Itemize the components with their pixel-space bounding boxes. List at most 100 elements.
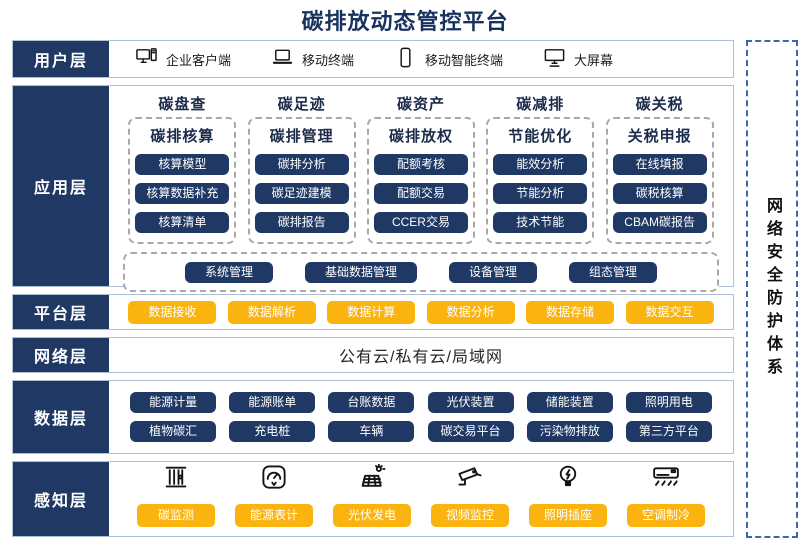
platform-chip: 数据分析 (426, 300, 515, 324)
perception-chip: 能源表计 (235, 504, 313, 527)
perception-item: 视频监控 (431, 462, 509, 527)
user-terminal-item: 大屏幕 (543, 46, 613, 72)
app-column-box: 关税申报 在线填报 碳税核算 CBAM碳报告 (605, 117, 714, 244)
layer-network-content: 公有云/私有云/局域网 (109, 338, 733, 372)
app-column-box: 节能优化 能效分析 节能分析 技术节能 (486, 117, 595, 244)
layer-application-content: 碳盘查 碳排核算 核算模型 核算数据补充 核算清单 碳足迹 碳排管理 (109, 86, 733, 292)
user-terminal-label: 企业客户端 (166, 52, 232, 68)
light-bulb-icon (553, 462, 583, 497)
layer-perception: 感知层 碳监测 能源表计 光伏发电 (12, 461, 734, 537)
security-system-label: 网络安全防护体系 (764, 197, 781, 381)
layer-platform-label: 平台层 (13, 295, 109, 329)
perception-item: 光伏发电 (333, 462, 411, 527)
smartphone-icon (394, 46, 417, 72)
data-source-chip: 污染物排放 (526, 421, 613, 442)
layer-platform-content: 数据接收 数据解析 数据计算 数据分析 数据存储 数据交互 (109, 295, 733, 329)
app-module-chip: 碳税核算 (612, 183, 707, 204)
laptop-icon (271, 46, 294, 72)
layer-stack: 用户层 企业客户端 移动终端 移动智能终端 (12, 40, 734, 537)
app-column-title: 碳排核算 (150, 128, 215, 145)
app-common-chip: 系统管理 (184, 261, 273, 283)
app-column-title: 节能优化 (508, 128, 573, 145)
app-module-chip: 配额交易 (373, 183, 468, 204)
perception-chip: 空调制冷 (627, 504, 705, 527)
app-module-chip: 节能分析 (493, 183, 588, 204)
perception-item: 空调制冷 (627, 462, 705, 527)
layer-perception-content: 碳监测 能源表计 光伏发电 视频监控 (109, 462, 733, 536)
app-column-carbon-footprint: 碳足迹 碳排管理 碳排分析 碳足迹建模 碳排报告 (247, 93, 356, 244)
data-source-chip: 能源计量 (130, 392, 217, 413)
layer-platform: 平台层 数据接收 数据解析 数据计算 数据分析 数据存储 数据交互 (12, 294, 734, 330)
perception-item: 能源表计 (235, 462, 313, 527)
app-column-carbon-inventory: 碳盘查 碳排核算 核算模型 核算数据补充 核算清单 (128, 93, 237, 244)
perception-chip: 光伏发电 (333, 504, 411, 527)
layer-data-label: 数据层 (13, 381, 109, 453)
layer-user-label: 用户层 (13, 41, 109, 77)
app-common-modules-box: 系统管理 基础数据管理 设备管理 组态管理 (123, 252, 719, 292)
app-column-header: 碳盘查 (158, 96, 207, 113)
layer-application-label: 应用层 (13, 86, 109, 286)
app-column-carbon-asset: 碳资产 碳排放权 配额考核 配额交易 CCER交易 (366, 93, 475, 244)
platform-chip: 数据计算 (327, 300, 416, 324)
app-common-chip: 组态管理 (569, 261, 658, 283)
perception-chip: 视频监控 (431, 504, 509, 527)
app-column-header: 碳减排 (516, 96, 565, 113)
data-source-chip: 光伏装置 (427, 392, 514, 413)
perception-item: 碳监测 (137, 462, 215, 527)
data-source-chip: 碳交易平台 (427, 421, 514, 442)
app-module-chip: 碳排报告 (254, 212, 349, 233)
perception-chip: 照明插座 (529, 504, 607, 527)
app-module-chip: CBAM碳报告 (612, 212, 707, 233)
big-screen-icon (543, 46, 566, 72)
user-terminal-label: 大屏幕 (574, 52, 614, 68)
data-source-chip: 车辆 (328, 421, 415, 442)
carbon-monitor-icon (161, 462, 191, 497)
platform-chip: 数据接收 (128, 300, 217, 324)
app-column-title: 碳排管理 (269, 128, 334, 145)
user-terminal-item: 移动智能终端 (394, 46, 503, 72)
app-module-chip: CCER交易 (373, 212, 468, 233)
air-conditioner-icon (651, 462, 681, 497)
network-cloud-text: 公有云/私有云/局域网 (339, 349, 503, 366)
app-module-chip: 能效分析 (493, 154, 588, 175)
perception-item: 照明插座 (529, 462, 607, 527)
app-column-box: 碳排放权 配额考核 配额交易 CCER交易 (366, 117, 475, 244)
layer-user: 用户层 企业客户端 移动终端 移动智能终端 (12, 40, 734, 78)
solar-panel-icon (357, 462, 387, 497)
perception-chip: 碳监测 (137, 504, 215, 527)
user-terminal-label: 移动终端 (302, 52, 355, 68)
app-column-header: 碳资产 (396, 96, 445, 113)
security-system-panel: 网络安全防护体系 (746, 40, 798, 538)
app-column-header: 碳足迹 (277, 96, 326, 113)
app-common-chip: 基础数据管理 (304, 261, 417, 283)
platform-chip: 数据解析 (227, 300, 316, 324)
page-title: 碳排放动态管控平台 (301, 9, 509, 34)
user-terminal-item: 企业客户端 (135, 46, 231, 72)
app-module-chip: 核算模型 (135, 154, 230, 175)
layer-perception-label: 感知层 (13, 462, 109, 536)
cctv-camera-icon (455, 462, 485, 497)
app-column-box: 碳排管理 碳排分析 碳足迹建模 碳排报告 (247, 117, 356, 244)
data-source-chip: 植物碳汇 (130, 421, 217, 442)
app-column-carbon-tariff: 碳关税 关税申报 在线填报 碳税核算 CBAM碳报告 (605, 93, 714, 244)
app-module-chip: 在线填报 (612, 154, 707, 175)
app-column-carbon-reduction: 碳减排 节能优化 能效分析 节能分析 技术节能 (486, 93, 595, 244)
app-module-chip: 核算数据补充 (135, 183, 230, 204)
data-source-chip: 储能装置 (526, 392, 613, 413)
data-source-chip: 照明用电 (625, 392, 712, 413)
user-terminal-item: 移动终端 (271, 46, 354, 72)
app-module-chip: 技术节能 (493, 212, 588, 233)
app-module-chip: 核算清单 (135, 212, 230, 233)
layer-user-content: 企业客户端 移动终端 移动智能终端 大屏幕 (109, 41, 733, 77)
layer-application: 应用层 碳盘查 碳排核算 核算模型 核算数据补充 核算清单 (12, 85, 734, 292)
app-column-title: 碳排放权 (388, 128, 453, 145)
data-source-chip: 台账数据 (328, 392, 415, 413)
user-terminal-label: 移动智能终端 (425, 52, 504, 68)
data-source-chip: 能源账单 (229, 392, 316, 413)
app-column-title: 关税申报 (627, 128, 692, 145)
layer-data: 数据层 能源计量 能源账单 台账数据 光伏装置 储能装置 照明用电 植物碳汇 充… (12, 380, 734, 454)
app-module-chip: 配额考核 (373, 154, 468, 175)
layer-data-content: 能源计量 能源账单 台账数据 光伏装置 储能装置 照明用电 植物碳汇 充电桩 车… (109, 381, 733, 453)
platform-chip: 数据存储 (526, 300, 615, 324)
